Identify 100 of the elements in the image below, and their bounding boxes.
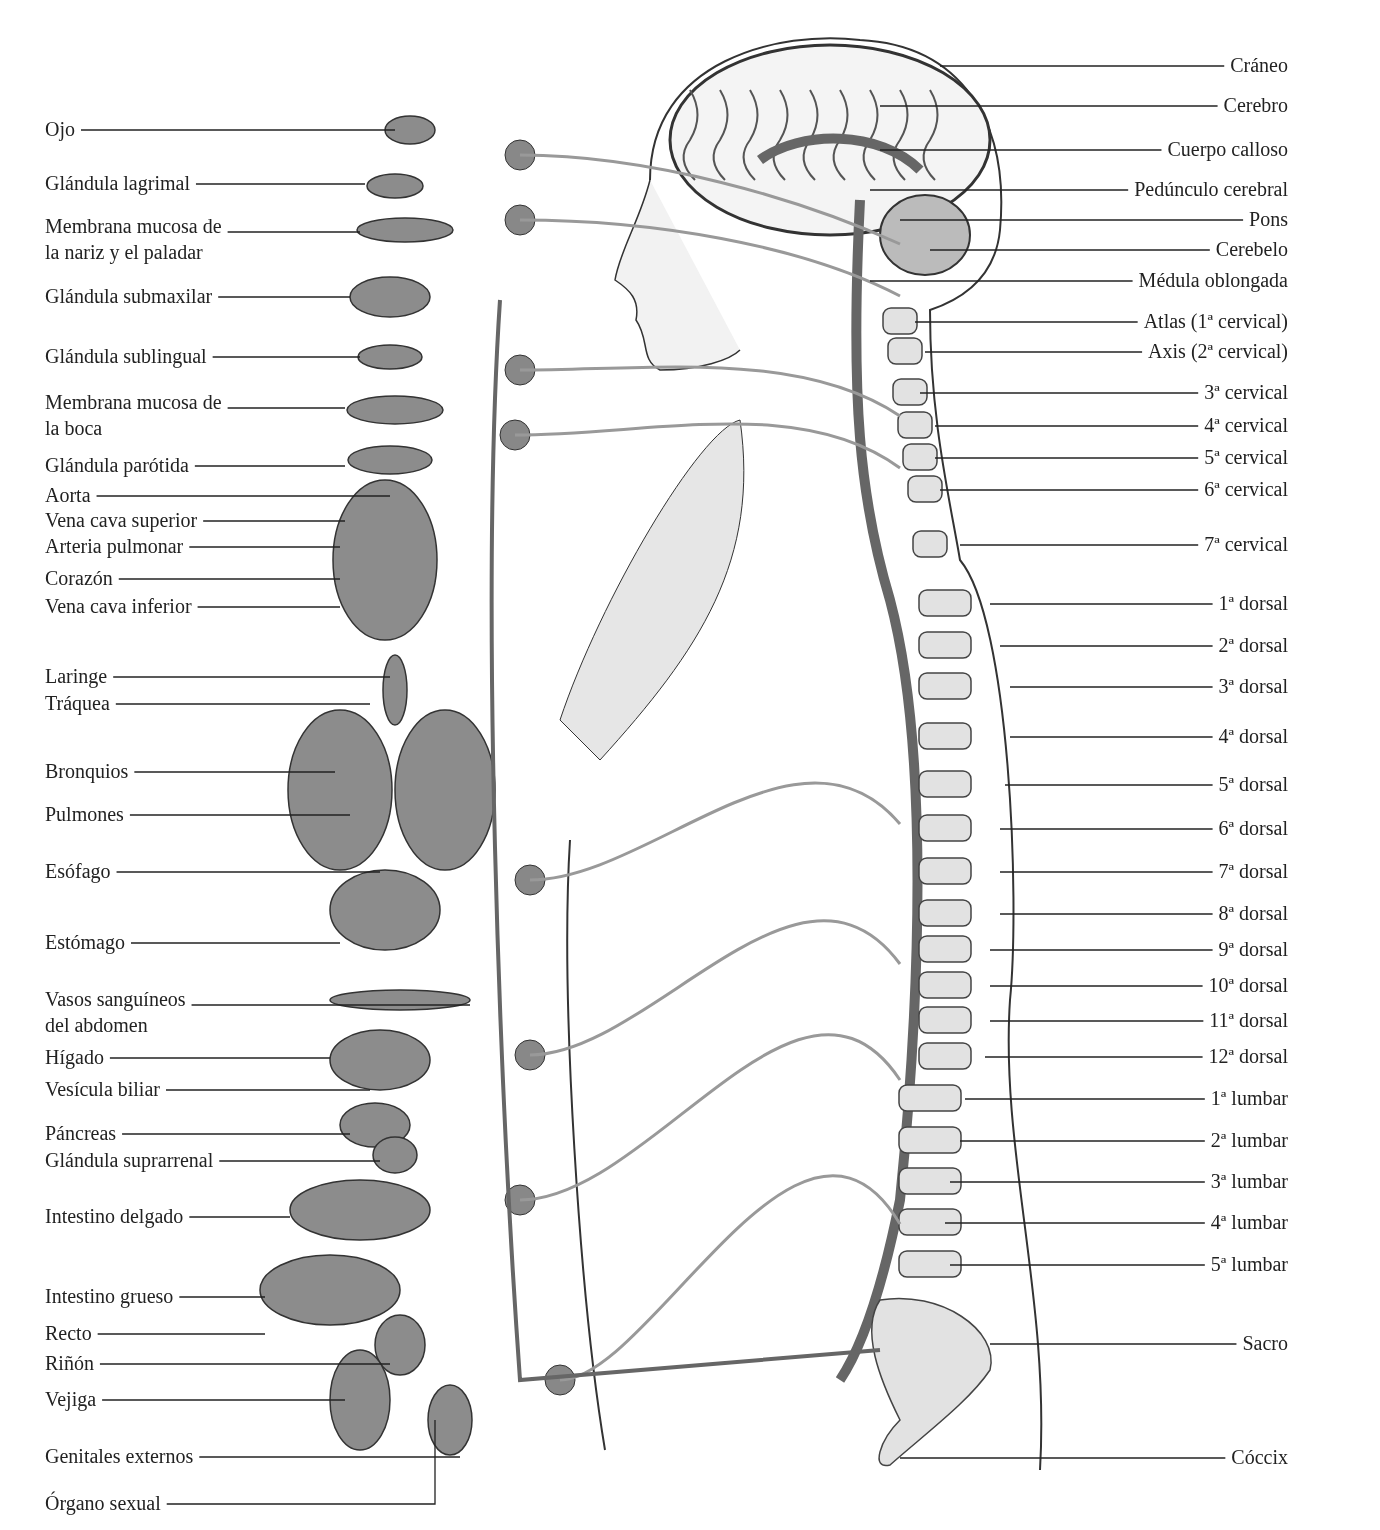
leader-line	[964, 1098, 1206, 1100]
part-label: Órgano sexual	[45, 1490, 161, 1516]
leader-line	[939, 65, 1225, 67]
part-label: Pons	[1249, 206, 1288, 232]
part-label: Membrana mucosa de la nariz y el paladar	[45, 213, 235, 265]
leader-line	[202, 520, 346, 522]
part-label: 4ª lumbar	[1210, 1209, 1288, 1235]
leader-line	[939, 489, 1199, 491]
part-label: Glándula parótida	[45, 452, 189, 478]
part-label: Laringe	[45, 663, 108, 689]
part-label: Bronquios	[45, 758, 129, 784]
part-label: 1ª dorsal	[1218, 590, 1288, 616]
leader-line	[112, 676, 391, 678]
part-label: Cuerpo calloso	[1167, 136, 1288, 162]
part-label: Pedúnculo cerebral	[1134, 176, 1288, 202]
part-label: Corazón	[45, 565, 113, 591]
part-label: Cráneo	[1230, 52, 1288, 78]
part-label: 3ª lumbar	[1210, 1168, 1288, 1194]
leader-line	[109, 1057, 331, 1059]
part-label: 10ª dorsal	[1208, 972, 1288, 998]
leader-line	[1009, 736, 1214, 738]
part-label: 5ª lumbar	[1210, 1251, 1288, 1277]
part-label: 3ª dorsal	[1218, 673, 1288, 699]
part-label: 2ª lumbar	[1210, 1127, 1288, 1153]
part-label: Intestino delgado	[45, 1203, 184, 1229]
leader-line	[212, 356, 361, 358]
leader-line	[949, 1264, 1206, 1266]
part-label: Médula oblongada	[1138, 267, 1288, 293]
leader-line	[934, 425, 1199, 427]
part-label: Glándula sublingual	[45, 343, 207, 369]
part-label: Genitales externos	[45, 1443, 194, 1469]
part-label: Riñón	[45, 1350, 94, 1376]
part-label: Pulmones	[45, 801, 124, 827]
part-label: 3ª cervical	[1204, 379, 1288, 405]
leader-line	[944, 1222, 1206, 1224]
leader-line	[133, 771, 336, 773]
leader-line	[130, 942, 341, 944]
part-label: Membrana mucosa de la boca	[45, 389, 235, 441]
leader-line	[989, 985, 1204, 987]
leader-line	[226, 407, 346, 409]
part-label: 5ª dorsal	[1218, 771, 1288, 797]
leader-line	[879, 149, 1163, 151]
part-label: Hígado	[45, 1044, 104, 1070]
part-label: 4ª cervical	[1204, 412, 1288, 438]
leader-line	[984, 1056, 1204, 1058]
leader-line	[949, 1181, 1206, 1183]
leader-line	[929, 249, 1211, 251]
leader-line	[188, 1216, 291, 1218]
leader-line	[194, 465, 346, 467]
leader-line	[218, 1160, 381, 1162]
part-label: Cerebro	[1223, 92, 1288, 118]
part-label: 1ª lumbar	[1210, 1085, 1288, 1111]
part-label: 5ª cervical	[1204, 444, 1288, 470]
part-label: Glándula lagrimal	[45, 170, 190, 196]
leader-line	[165, 1089, 371, 1091]
leader-line	[115, 703, 371, 705]
part-label: Vesícula biliar	[45, 1076, 160, 1102]
part-label: Glándula suprarrenal	[45, 1147, 214, 1173]
part-label: Vejiga	[45, 1386, 97, 1412]
leader-line	[188, 546, 341, 548]
leader-line	[914, 321, 1139, 323]
part-label: 4ª dorsal	[1218, 723, 1288, 749]
leader-line	[999, 645, 1214, 647]
leader-line	[919, 392, 1199, 394]
leader-line	[1009, 686, 1214, 688]
part-label: Vena cava superior	[45, 507, 198, 533]
leader-line	[869, 280, 1134, 282]
leader-line	[95, 495, 391, 497]
leader-line	[129, 814, 351, 816]
part-label: Glándula submaxilar	[45, 283, 213, 309]
leader-line	[196, 606, 341, 608]
leader-line	[924, 351, 1143, 353]
leader-line	[999, 913, 1214, 915]
part-label: Esófago	[45, 858, 111, 884]
leader-line	[217, 296, 351, 298]
part-label: Ojo	[45, 116, 75, 142]
part-label: 2ª dorsal	[1218, 632, 1288, 658]
part-label: Vasos sanguíneos del abdomen	[45, 986, 210, 1038]
leader-line	[99, 1363, 391, 1365]
leader-line	[1004, 784, 1214, 786]
leader-line	[190, 1004, 471, 1006]
part-label: 9ª dorsal	[1218, 936, 1288, 962]
leader-line	[178, 1296, 266, 1298]
leader-line	[899, 219, 1244, 221]
part-label: Vena cava inferior	[45, 593, 192, 619]
leader-line	[959, 1140, 1206, 1142]
leader-line	[97, 1333, 266, 1335]
leader-line	[80, 129, 396, 131]
leader-line	[121, 1133, 351, 1135]
part-label: Intestino grueso	[45, 1283, 174, 1309]
leader-line	[999, 871, 1214, 873]
leader-line	[115, 871, 381, 873]
leader-line	[198, 1456, 461, 1458]
leader-line	[166, 1419, 436, 1505]
leader-line	[989, 1343, 1238, 1345]
part-label: Recto	[45, 1320, 92, 1346]
part-label: Cóccix	[1231, 1444, 1288, 1470]
part-label: 7ª cervical	[1204, 531, 1288, 557]
part-label: Axis (2ª cervical)	[1148, 338, 1288, 364]
part-label: 11ª dorsal	[1209, 1007, 1288, 1033]
